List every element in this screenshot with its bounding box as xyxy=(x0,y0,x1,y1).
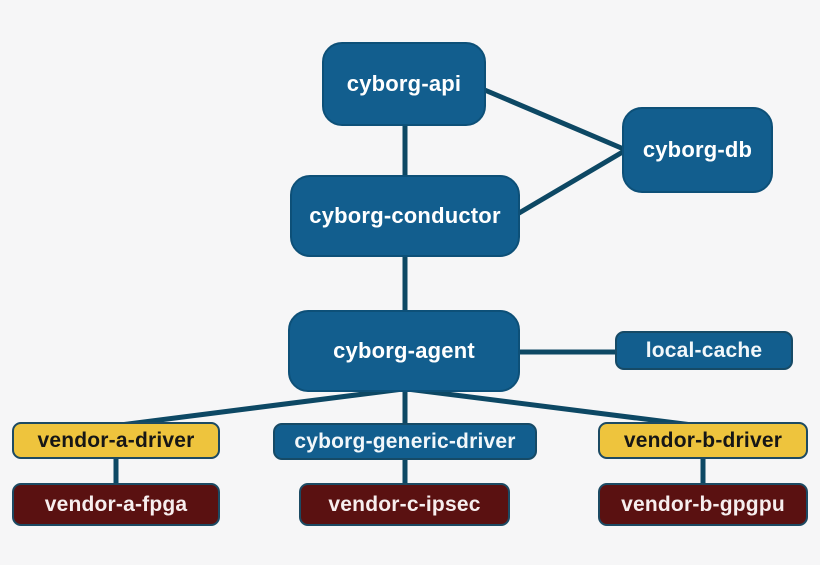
node-local-cache: local-cache xyxy=(615,331,793,370)
node-vendor-a-driver-label: vendor-a-driver xyxy=(37,428,195,452)
node-vendor-c-ipsec: vendor-c-ipsec xyxy=(299,483,510,526)
node-local-cache-label: local-cache xyxy=(645,338,763,362)
node-vendor-a-fpga-label: vendor-a-fpga xyxy=(44,492,188,516)
node-cyborg-conductor: cyborg-conductor xyxy=(290,175,520,257)
connector-agent-vendor-a-driver xyxy=(109,386,406,429)
node-vendor-a-driver: vendor-a-driver xyxy=(12,422,220,459)
node-cyborg-api-label: cyborg-api xyxy=(346,71,462,96)
node-cyborg-conductor-label: cyborg-conductor xyxy=(309,203,501,228)
node-cyborg-agent-label: cyborg-agent xyxy=(333,338,475,363)
node-vendor-b-driver: vendor-b-driver xyxy=(598,422,808,459)
connector-conductor-db xyxy=(511,147,629,219)
node-vendor-b-driver-label: vendor-b-driver xyxy=(623,428,783,452)
node-cyborg-api: cyborg-api xyxy=(322,42,486,126)
node-vendor-c-ipsec-label: vendor-c-ipsec xyxy=(328,492,481,516)
node-cyborg-generic-driver: cyborg-generic-driver xyxy=(273,423,537,460)
node-vendor-b-gpgpu: vendor-b-gpgpu xyxy=(598,483,808,526)
node-cyborg-db-label: cyborg-db xyxy=(642,137,753,162)
node-vendor-a-fpga: vendor-a-fpga xyxy=(12,483,220,526)
node-cyborg-db: cyborg-db xyxy=(622,107,773,193)
node-cyborg-agent: cyborg-agent xyxy=(288,310,520,392)
node-vendor-b-gpgpu-label: vendor-b-gpgpu xyxy=(621,492,785,516)
connector-agent-vendor-b-driver xyxy=(404,386,703,429)
connector-api-db xyxy=(477,85,629,153)
node-cyborg-generic-driver-label: cyborg-generic-driver xyxy=(294,429,516,453)
